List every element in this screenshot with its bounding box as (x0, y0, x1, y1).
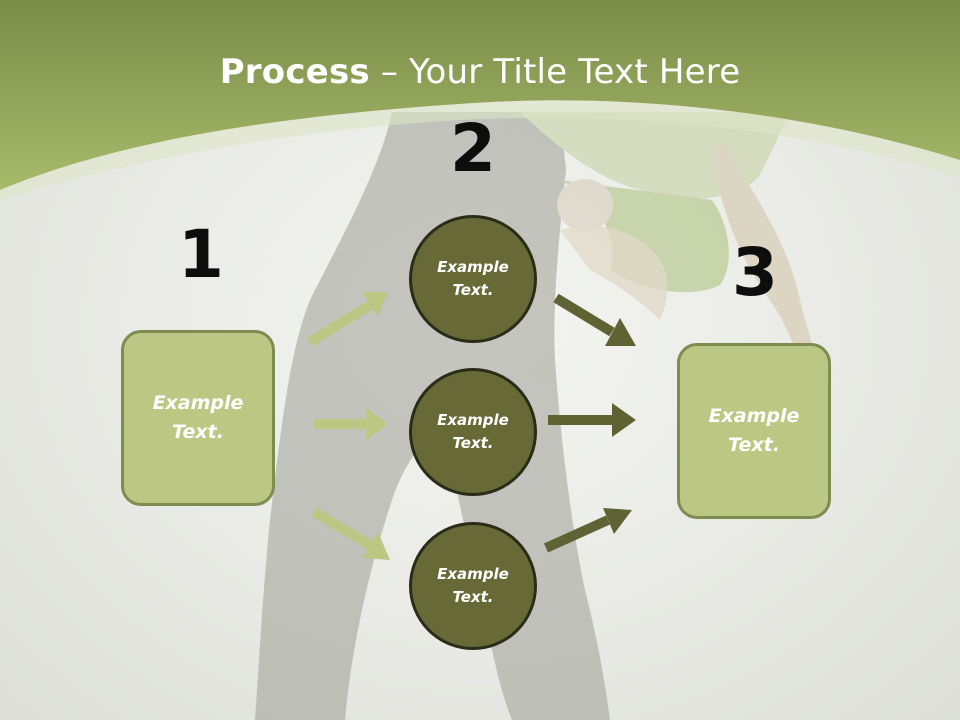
step-1-box: Example Text. (121, 330, 275, 506)
step-2-circle-bottom: Example Text. (409, 522, 537, 650)
step-number-2: 2 (450, 110, 496, 187)
step-3-text: Example Text. (708, 405, 800, 456)
arrow-right-in (314, 408, 388, 440)
step-3-box: Example Text. (677, 343, 831, 519)
step-number-3: 3 (732, 234, 778, 311)
arrow-up-right-out (543, 508, 632, 553)
step-1-text: Example Text. (152, 392, 244, 443)
arrow-right-out (548, 403, 636, 437)
step-2-circle-top-text: Example Text. (437, 258, 509, 299)
arrows-out (543, 293, 636, 553)
arrows-in (307, 292, 390, 560)
arrow-down-right-in (311, 507, 390, 560)
step-number-1: 1 (178, 216, 224, 293)
title-rest: – Your Title Text Here (369, 52, 741, 92)
step-2-circle-middle: Example Text. (409, 368, 537, 496)
step-2-circle-top: Example Text. (409, 215, 537, 343)
arrow-down-right-out (553, 293, 636, 346)
slide-title: Process – Your Title Text Here (0, 52, 960, 92)
arrow-up-right-in (307, 292, 388, 347)
step-2-circle-middle-text: Example Text. (437, 411, 509, 452)
step-2-circle-bottom-text: Example Text. (437, 565, 509, 606)
title-bold: Process (219, 52, 370, 92)
